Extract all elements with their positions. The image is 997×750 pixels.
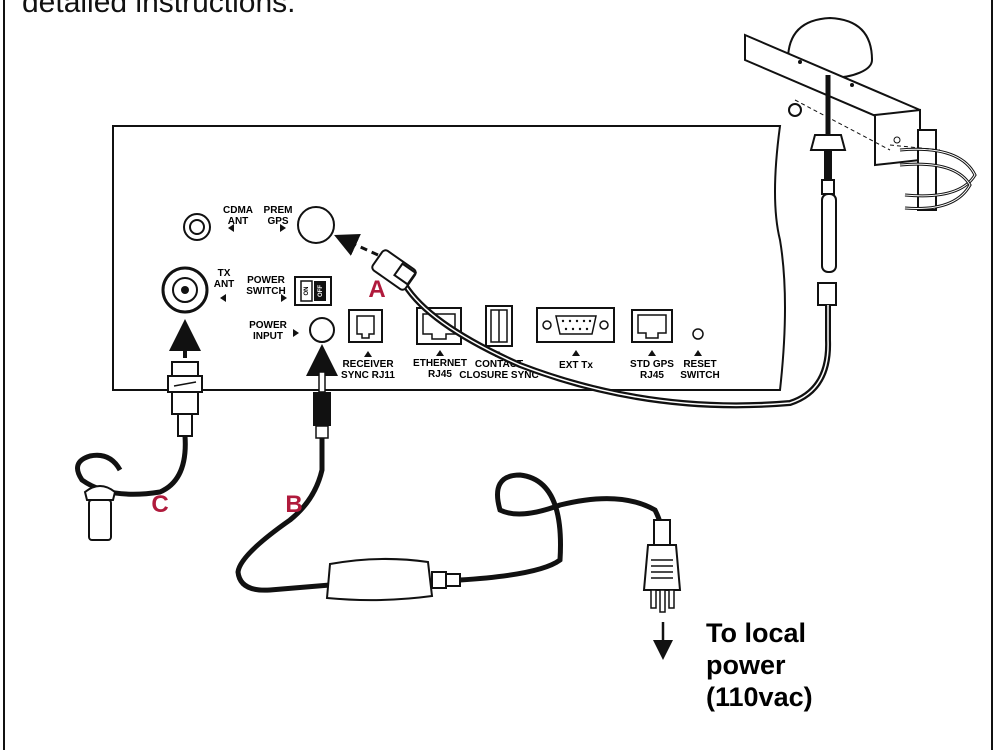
prem-gps-pointer-icon xyxy=(280,224,286,232)
switch-off-label: OFF xyxy=(318,285,324,297)
contact-closure-label-1: CONTACT xyxy=(475,359,523,370)
power-input-jack xyxy=(309,317,335,343)
switch-on-label: ON xyxy=(304,287,310,296)
power-switch-pointer-icon xyxy=(281,294,287,302)
power-note-line-3: (110vac) xyxy=(706,682,813,712)
power-cable-dc xyxy=(235,438,331,593)
prem-gps-label-2: GPS xyxy=(267,216,288,227)
reset-switch-pointer-icon xyxy=(694,350,702,356)
cable-a-arrow xyxy=(334,234,379,257)
ac-plug-icon xyxy=(642,519,682,613)
device-rear-panel xyxy=(112,125,786,391)
tx-ant-pointer-icon xyxy=(220,294,226,302)
ext-tx-label: EXT Tx xyxy=(559,360,593,371)
power-input-label-1: POWER xyxy=(249,320,288,331)
header-text: detailed instructions. xyxy=(22,0,296,19)
tx-ant-label-2: ANT xyxy=(214,279,235,290)
contact-closure-label-2: CLOSURE SYNC xyxy=(459,370,538,381)
reset-switch-label-2: SWITCH xyxy=(680,370,719,381)
ethernet-label-1: ETHERNET xyxy=(413,358,467,369)
ethernet-label-2: RJ45 xyxy=(428,369,452,380)
cable-c-bnc-connector xyxy=(167,361,203,437)
callout-b: B xyxy=(285,491,302,518)
power-input-label-2: INPUT xyxy=(253,331,283,342)
std-gps-pointer-icon xyxy=(648,350,656,356)
std-gps-label-1: STD GPS xyxy=(630,359,674,370)
gps-cable-highlight xyxy=(404,284,829,407)
power-input-pointer-icon xyxy=(293,329,299,337)
cdma-ant-pointer-icon xyxy=(228,224,234,232)
cable-a-connector xyxy=(371,249,417,291)
power-note-line-2: power xyxy=(706,650,786,680)
reset-switch xyxy=(692,328,704,340)
prem-gps-connector xyxy=(297,206,335,244)
tx-antenna-cable xyxy=(75,435,188,497)
tx-antenna-stub-icon xyxy=(83,485,117,541)
power-plug-connector xyxy=(313,371,331,439)
ext-tx-db9-port xyxy=(536,307,615,343)
ethernet-pointer-icon xyxy=(436,350,444,356)
callout-a: A xyxy=(368,276,385,303)
tx-ant-label-1: TX xyxy=(218,268,231,279)
cdma-ant-label-2: ANT xyxy=(228,216,249,227)
cdma-ant-connector xyxy=(183,213,211,241)
receiver-sync-label-2: SYNC RJ11 xyxy=(341,370,395,381)
ethernet-port xyxy=(416,307,462,345)
cdma-ant-label-1: CDMA xyxy=(223,205,253,216)
receiver-sync-pointer-icon xyxy=(364,351,372,357)
reset-switch-label-1: RESET xyxy=(683,359,716,370)
callout-c: C xyxy=(151,491,168,518)
power-switch-label-1: POWER xyxy=(247,275,286,286)
power-cable-ac xyxy=(459,472,666,583)
receiver-sync-label-1: RECEIVER xyxy=(342,359,394,370)
receiver-sync-port xyxy=(348,309,383,343)
power-note-line-1: To local xyxy=(706,618,806,648)
std-gps-label-2: RJ45 xyxy=(640,370,664,381)
prem-gps-label-1: PREM xyxy=(264,205,293,216)
ext-tx-pointer-icon xyxy=(572,350,580,356)
std-gps-port xyxy=(631,309,673,343)
contact-closure-terminal xyxy=(485,305,513,347)
power-switch: ON OFF xyxy=(294,276,332,306)
tx-ant-connector xyxy=(161,266,209,314)
gps-antenna-mount-icon xyxy=(744,16,977,306)
power-adapter-brick-icon xyxy=(325,557,461,602)
power-switch-label-2: SWITCH xyxy=(246,286,285,297)
